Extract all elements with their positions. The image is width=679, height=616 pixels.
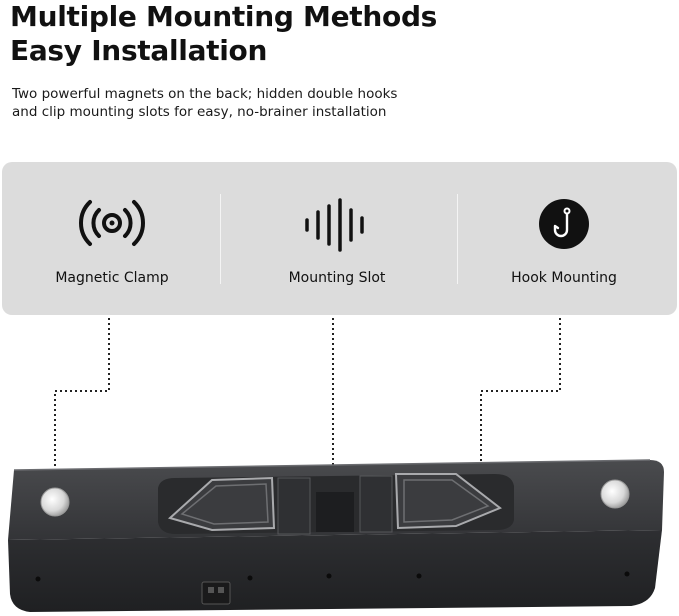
feature-mounting-slot: Mounting Slot: [227, 162, 447, 315]
subtitle: Two powerful magnets on the back; hidden…: [12, 85, 532, 121]
divider: [220, 194, 221, 284]
feature-magnetic-clamp: Magnetic Clamp: [2, 162, 222, 315]
feature-hook-mounting: Hook Mounting: [454, 162, 674, 315]
feature-panel: Magnetic Clamp Mounting Slot Hook Mounti…: [2, 162, 677, 315]
page-title: Multiple Mounting Methods Easy Installat…: [10, 0, 437, 68]
title-line-2: Easy Installation: [10, 34, 268, 67]
hook-icon: [538, 198, 590, 254]
divider: [457, 194, 458, 284]
title-line-1: Multiple Mounting Methods: [10, 0, 438, 33]
feature-label-mounting-slot: Mounting Slot: [288, 270, 386, 286]
feature-label-hook-mounting: Hook Mounting: [511, 270, 617, 286]
sound-bars-icon: [302, 198, 372, 256]
subtitle-line-1: Two powerful magnets on the back; hidden…: [12, 86, 398, 102]
magnetic-waves-icon: [77, 198, 147, 252]
subtitle-line-2: and clip mounting slots for easy, no-bra…: [12, 104, 387, 120]
feature-label-magnetic-clamp: Magnetic Clamp: [55, 270, 169, 286]
